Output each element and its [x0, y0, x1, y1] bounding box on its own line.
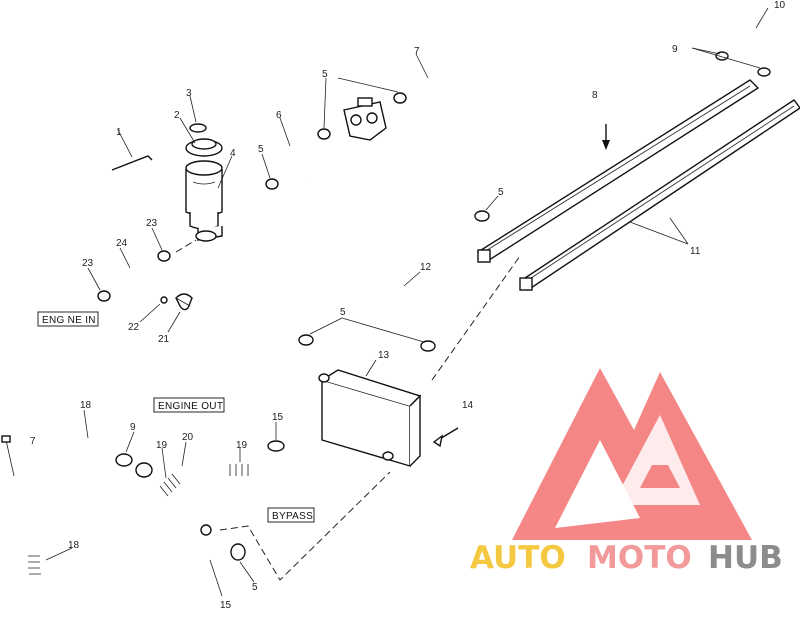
callout-1: 1: [116, 127, 122, 138]
callout-23-left: 23: [82, 258, 94, 269]
part-19-springs: [159, 447, 249, 497]
callout-7-top: 7: [414, 46, 420, 57]
part-24-short-hose: [107, 247, 153, 295]
leader-dash-exchanger: [431, 255, 521, 381]
part-5-clamp-e: [298, 317, 436, 352]
part-15-fitting-upper: [267, 422, 285, 452]
part-21-bracket: [167, 293, 193, 333]
callout-19-left: 19: [156, 440, 168, 451]
part-14-fastener: [432, 427, 459, 448]
part-23-clamp-b: [151, 227, 171, 262]
callout-18-upper: 18: [80, 400, 92, 411]
part-13-cooler: [318, 359, 422, 467]
callout-10: 10: [774, 0, 786, 11]
callout-15-lower: 15: [220, 600, 232, 611]
part-5-clamp-d: [474, 195, 499, 222]
part-9-clamps-top: [691, 47, 771, 77]
tag-bypass: BYPASS: [267, 507, 315, 523]
callout-21: 21: [158, 334, 170, 345]
callout-23-right: 23: [146, 218, 158, 229]
callout-11: 11: [690, 246, 701, 257]
callout-13: 13: [378, 350, 390, 361]
watermark-text-hub: HUB: [708, 540, 783, 576]
part-7-outlet-hose: [415, 53, 481, 137]
watermark-text-auto: AUTO: [470, 540, 566, 576]
part-20-bypass-hose: [119, 441, 275, 545]
part-22-washer: [139, 296, 168, 323]
part-1-hex-key: [111, 129, 153, 171]
part-5-clamp-a: [261, 153, 279, 190]
callout-14: 14: [462, 400, 474, 411]
part-2-cap: [179, 117, 223, 157]
part-12-crossover-hose: [273, 269, 436, 342]
callout-8: 8: [592, 90, 598, 101]
callout-12: 12: [420, 262, 432, 273]
callout-7-left: 7: [30, 436, 36, 447]
callout-19-right: 19: [236, 440, 248, 451]
tag-engine-out: ENGINE OUT: [153, 397, 225, 413]
callout-2: 2: [174, 110, 180, 121]
part-8-heat-exchanger-upper: [476, 79, 760, 263]
callout-6: 6: [276, 110, 282, 121]
part-9-clamp-lower: [115, 431, 153, 478]
watermark-g-mark: [640, 465, 680, 488]
part-11-heat-exchanger-lower: [519, 99, 800, 291]
part-15-fitting-lower: [200, 524, 223, 597]
watermark-inner-cut: [612, 415, 700, 505]
thermostat-housing: [343, 97, 387, 141]
callout-9-top: 9: [672, 44, 678, 55]
svg-text:ENGINE OUT: ENGINE OUT: [158, 401, 223, 412]
callout-5-right: 5: [498, 187, 504, 198]
part-4-coolant-reservoir: [185, 155, 233, 242]
callout-9-lower: 9: [130, 422, 136, 433]
part-5-clamp-lower: [230, 543, 255, 583]
leader-dash-reservoir: [175, 239, 197, 253]
callout-4: 4: [230, 148, 236, 159]
watermark-logo: [512, 368, 752, 540]
watermark-text-moto: MOTO: [587, 540, 692, 576]
part-3-gasket: [189, 95, 207, 133]
svg-text:ENG NE IN: ENG NE IN: [42, 315, 96, 326]
part-6-formed-hose: [272, 117, 311, 188]
callout-5-top: 5: [322, 69, 328, 80]
part-5-clamp-c: [393, 92, 407, 104]
callout-5-bottom: 5: [252, 582, 258, 593]
callout-22: 22: [128, 322, 140, 333]
part-7-small-lower: [1, 435, 15, 477]
part-18-lower-main-hose: [21, 409, 219, 619]
callout-15-upper: 15: [272, 412, 284, 423]
watermark-triangle: [512, 368, 752, 540]
part-5-clamp-b: [317, 128, 331, 140]
callout-24: 24: [116, 238, 128, 249]
svg-text:BYPASS: BYPASS: [272, 511, 313, 522]
callout-5-left: 5: [258, 144, 264, 155]
callout-3: 3: [186, 88, 192, 99]
callout-20: 20: [182, 432, 194, 443]
part-23-clamp-a: [87, 267, 111, 302]
callout-5-mid: 5: [340, 307, 346, 318]
callout-18-lower: 18: [68, 540, 80, 551]
leader-dash-bypass: [219, 471, 391, 581]
tag-engine-in: ENG NE IN: [37, 311, 99, 327]
part-10-return-hose: [707, 7, 769, 41]
